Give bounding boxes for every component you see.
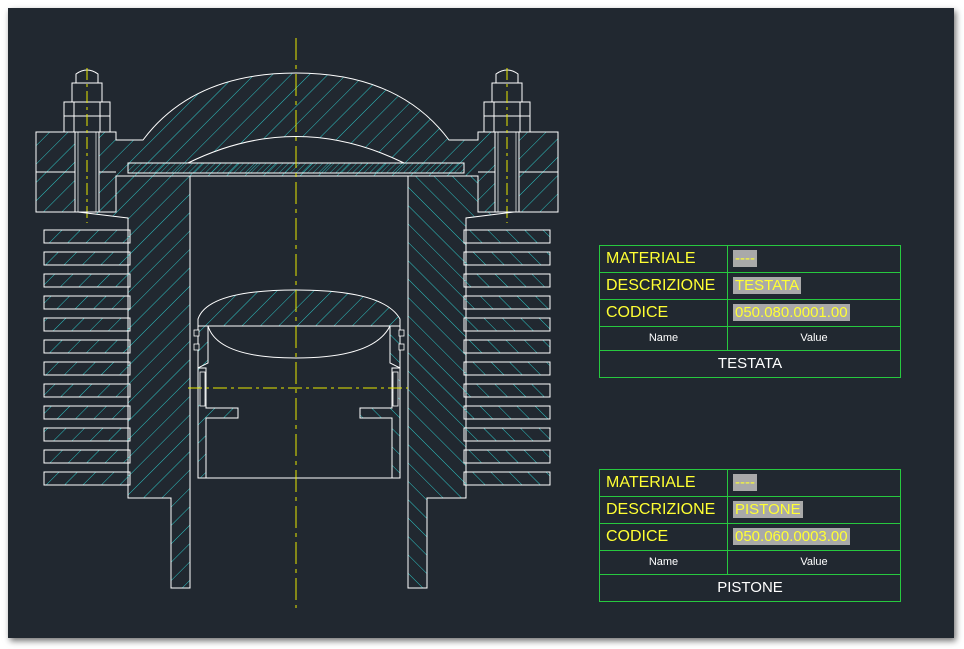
cooling-fin-right <box>463 317 551 332</box>
cooling-fin-left <box>43 273 131 288</box>
property-name: MATERIALE <box>600 470 728 496</box>
properties-table-pistone[interactable]: MATERIALE ---- DESCRIZIONE PISTONE CODIC… <box>599 469 901 602</box>
property-name: DESCRIZIONE <box>600 273 728 299</box>
table-row[interactable]: DESCRIZIONE PISTONE <box>600 497 900 524</box>
table-title: PISTONE <box>717 579 783 596</box>
header-value: Value <box>800 556 828 568</box>
cylinder-section-drawing[interactable] <box>8 8 954 638</box>
table-title: TESTATA <box>717 355 783 372</box>
cooling-fin-left <box>43 449 131 464</box>
table-row[interactable]: MATERIALE ---- <box>600 470 900 497</box>
cooling-fin-right <box>463 251 551 266</box>
property-value[interactable]: ---- <box>733 250 757 267</box>
cooling-fin-left <box>43 339 131 354</box>
cooling-fin-right <box>463 427 551 442</box>
drawing-canvas[interactable]: MATERIALE ---- DESCRIZIONE TESTATA CODIC… <box>8 8 954 638</box>
properties-table-testata[interactable]: MATERIALE ---- DESCRIZIONE TESTATA CODIC… <box>599 245 901 378</box>
table-row[interactable]: CODICE 050.080.0001.00 <box>600 300 900 327</box>
table-row[interactable]: CODICE 050.060.0003.00 <box>600 524 900 551</box>
right-bolt <box>483 68 531 223</box>
cooling-fin-right <box>463 405 551 420</box>
property-value[interactable]: ---- <box>733 474 757 491</box>
property-value[interactable]: 050.060.0003.00 <box>733 528 850 545</box>
cooling-fin-right <box>463 471 551 486</box>
property-name: MATERIALE <box>600 246 728 272</box>
header-name: Name <box>600 551 728 574</box>
cooling-fin-right <box>463 383 551 398</box>
property-name: DESCRIZIONE <box>600 497 728 523</box>
cooling-fin-left <box>43 427 131 442</box>
table-row[interactable]: MATERIALE ---- <box>600 246 900 273</box>
property-name: CODICE <box>600 300 728 326</box>
table-row[interactable]: DESCRIZIONE TESTATA <box>600 273 900 300</box>
cooling-fin-left <box>43 471 131 486</box>
cooling-fin-right <box>463 273 551 288</box>
cylinder-barrel <box>43 175 551 589</box>
table-header: Name Value <box>600 551 900 575</box>
cooling-fin-right <box>463 339 551 354</box>
property-value[interactable]: TESTATA <box>733 277 802 294</box>
table-header: Name Value <box>600 327 900 351</box>
header-value: Value <box>800 332 828 344</box>
cooling-fin-left <box>43 229 131 244</box>
cooling-fin-right <box>463 449 551 464</box>
left-bolt <box>63 68 111 223</box>
cooling-fin-left <box>43 383 131 398</box>
cylinder-head <box>35 72 559 213</box>
cooling-fin-left <box>43 405 131 420</box>
property-value[interactable]: PISTONE <box>733 501 803 518</box>
cooling-fin-right <box>463 295 551 310</box>
cooling-fin-left <box>43 295 131 310</box>
cooling-fin-right <box>463 229 551 244</box>
piston <box>188 289 408 479</box>
cooling-fin-right <box>463 361 551 376</box>
cooling-fin-left <box>43 361 131 376</box>
cooling-fin-left <box>43 317 131 332</box>
property-name: CODICE <box>600 524 728 550</box>
cooling-fin-left <box>43 251 131 266</box>
property-value[interactable]: 050.080.0001.00 <box>733 304 850 321</box>
header-name: Name <box>600 327 728 350</box>
